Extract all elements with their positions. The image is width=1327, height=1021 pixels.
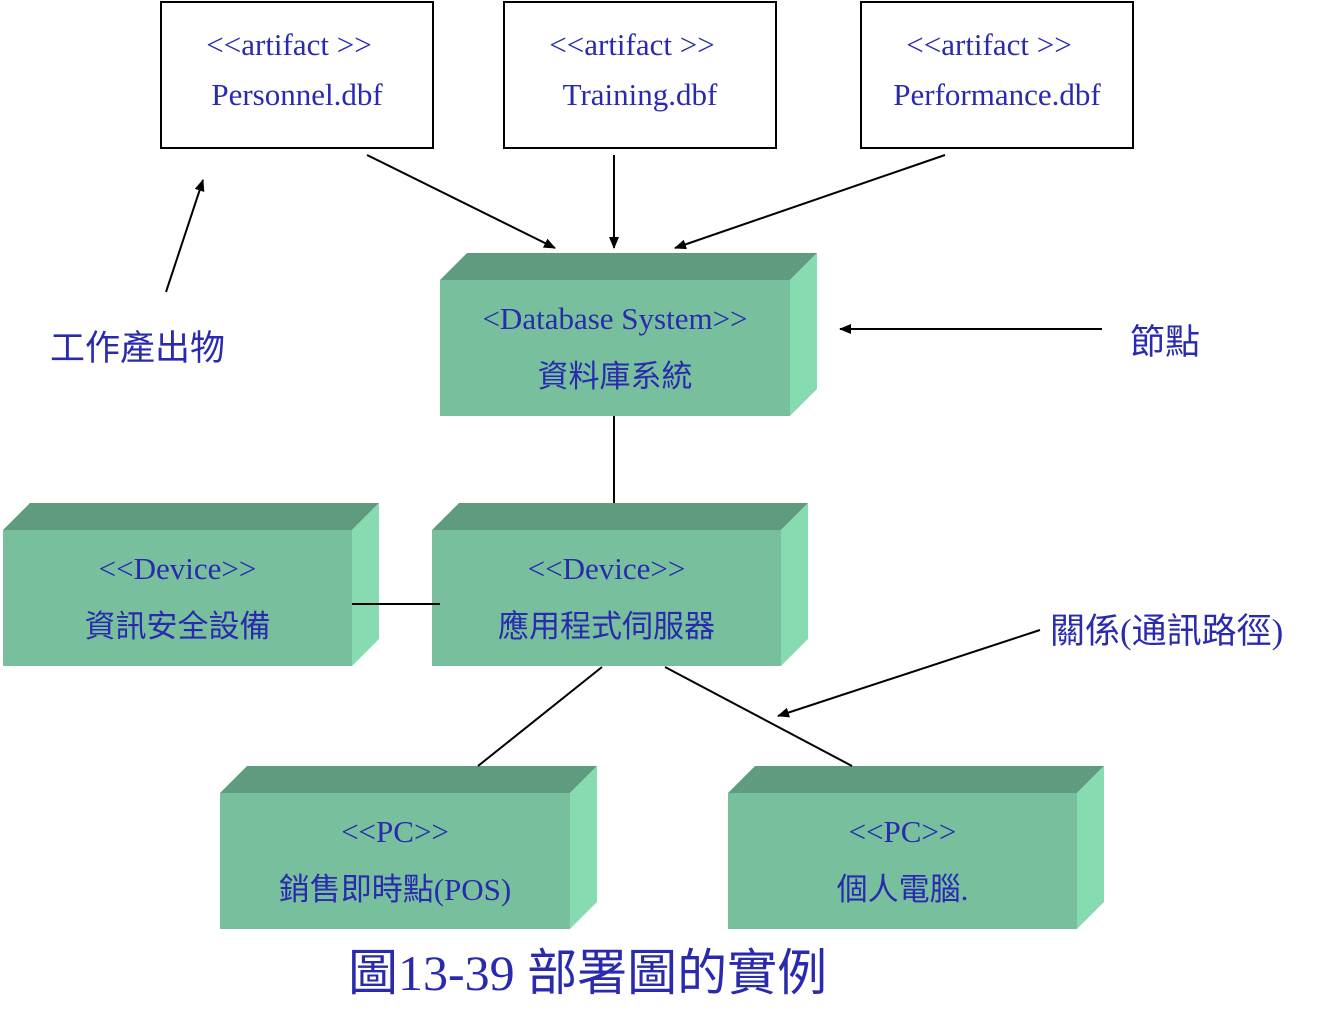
artifact-personnel[interactable]: <<artifact >> Personnel.dbf — [160, 1, 434, 149]
artifact-name: Performance.dbf — [893, 77, 1101, 112]
node-front-face: <Database System>> 資料庫系統 — [440, 280, 790, 416]
node-personal-computer[interactable]: <<PC>> 個人電腦. — [728, 766, 1104, 929]
node-annotation: 節點 — [1130, 323, 1201, 362]
node-stereotype: <Database System>> — [482, 301, 748, 336]
node-side-face — [790, 253, 817, 416]
node-name: 資料庫系統 — [537, 359, 693, 394]
artifact-performance[interactable]: <<artifact >> Performance.dbf — [860, 1, 1134, 149]
node-pos[interactable]: <<PC>> 銷售即時點(POS) — [220, 766, 597, 929]
artifact-note-pointer — [165, 179, 205, 293]
node-side-face — [570, 766, 597, 929]
node-top-face — [728, 766, 1104, 793]
relation-annotation: 關係(通訊路徑) — [1050, 612, 1284, 651]
node-front-face: <<PC>> 銷售即時點(POS) — [220, 793, 570, 929]
node-top-face — [432, 503, 808, 530]
artifact-stereotype: <<artifact >> — [906, 27, 1072, 62]
node-top-face — [440, 253, 817, 280]
node-front-face: <<PC>> 個人電腦. — [728, 793, 1077, 929]
link-appserver-pos — [477, 666, 603, 767]
dependency-arrow-performance — [674, 154, 946, 250]
node-front-face: <<Device>> 應用程式伺服器 — [432, 530, 781, 666]
node-stereotype: <<Device>> — [527, 551, 686, 586]
artifact-stereotype: <<artifact >> — [206, 27, 372, 62]
artifact-annotation: 工作產出物 — [50, 329, 226, 368]
artifact-stereotype: <<artifact >> — [549, 27, 715, 62]
artifact-name: Personnel.dbf — [211, 77, 383, 112]
node-side-face — [1077, 766, 1104, 929]
node-database-system[interactable]: <Database System>> 資料庫系統 — [440, 253, 817, 416]
node-name: 銷售即時點(POS) — [278, 872, 512, 907]
node-side-face — [352, 503, 379, 666]
node-top-face — [220, 766, 597, 793]
node-name: 應用程式伺服器 — [498, 609, 715, 644]
node-top-face — [3, 503, 379, 530]
node-stereotype: <<PC>> — [341, 814, 449, 849]
node-application-server[interactable]: <<Device>> 應用程式伺服器 — [432, 503, 808, 666]
node-security-device[interactable]: <<Device>> 資訊安全設備 — [3, 503, 379, 666]
node-front-face: <<Device>> 資訊安全設備 — [3, 530, 352, 666]
node-name: 資訊安全設備 — [84, 609, 271, 644]
artifact-name: Training.dbf — [562, 77, 718, 112]
node-stereotype: <<PC>> — [848, 814, 957, 849]
node-stereotype: <<Device>> — [98, 551, 257, 586]
relation-note-pointer — [777, 629, 1041, 718]
figure-caption: 圖13-39 部署圖的實例 — [348, 945, 828, 1001]
artifact-training[interactable]: <<artifact >> Training.dbf — [503, 1, 777, 149]
node-name: 個人電腦. — [836, 872, 969, 907]
link-appserver-pc — [664, 666, 853, 767]
node-side-face — [781, 503, 808, 666]
dependency-arrow-personnel — [366, 154, 556, 249]
